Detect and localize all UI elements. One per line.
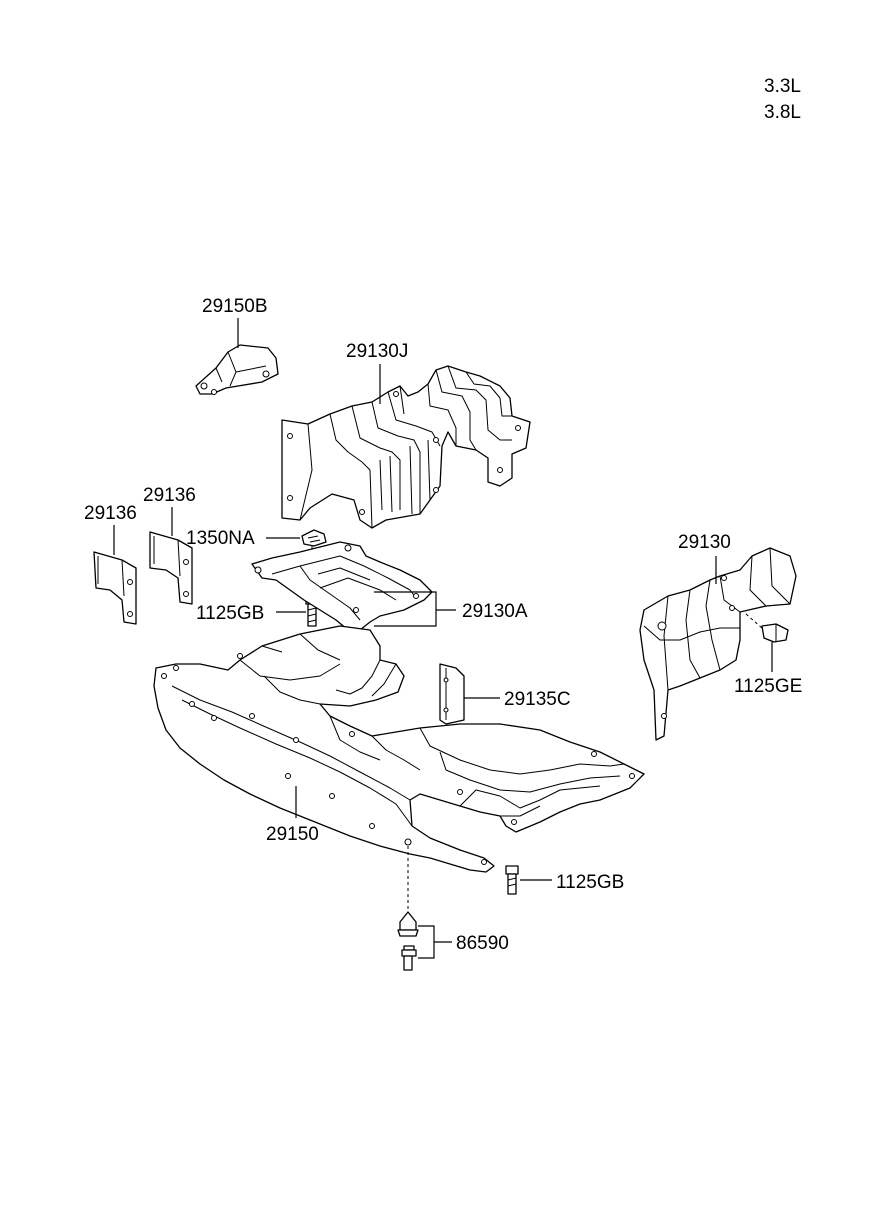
callout-29135C: 29135C — [504, 689, 571, 710]
part-29136-bracket-right — [149, 531, 193, 605]
callout-86590: 86590 — [456, 933, 509, 954]
callout-1125GB: 1125GB — [556, 872, 624, 893]
callout-29130: 29130 — [678, 532, 731, 553]
engine-variant-label: 3.8L — [764, 102, 801, 123]
part-29135C-bracket — [439, 663, 465, 725]
part-29130A-undercover — [251, 541, 433, 631]
part-29130J-shield — [281, 365, 531, 529]
callout-29136: 29136 — [84, 503, 137, 524]
callout-29136: 29136 — [143, 485, 196, 506]
callout-29130A: 29130A — [462, 601, 528, 622]
callout-1125GB: 1125GB — [196, 603, 264, 624]
part-1350NA-clip — [301, 529, 327, 547]
part-86590-clip — [397, 911, 419, 971]
engine-variant-label: 3.3L — [764, 76, 801, 97]
part-1125GB-bolt-lower — [505, 865, 519, 895]
callout-1350NA: 1350NA — [186, 528, 255, 549]
callout-29130J: 29130J — [346, 341, 408, 362]
part-1125GE-bolt — [761, 623, 789, 643]
callout-1125GE: 1125GE — [734, 676, 802, 697]
callout-29150: 29150 — [266, 824, 319, 845]
part-29136-bracket-left — [93, 551, 137, 625]
callout-29150B: 29150B — [202, 296, 268, 317]
part-29130-side-shield — [639, 547, 797, 741]
part-29150B-bracket — [195, 344, 279, 395]
part-29150-front-cover — [153, 625, 645, 873]
